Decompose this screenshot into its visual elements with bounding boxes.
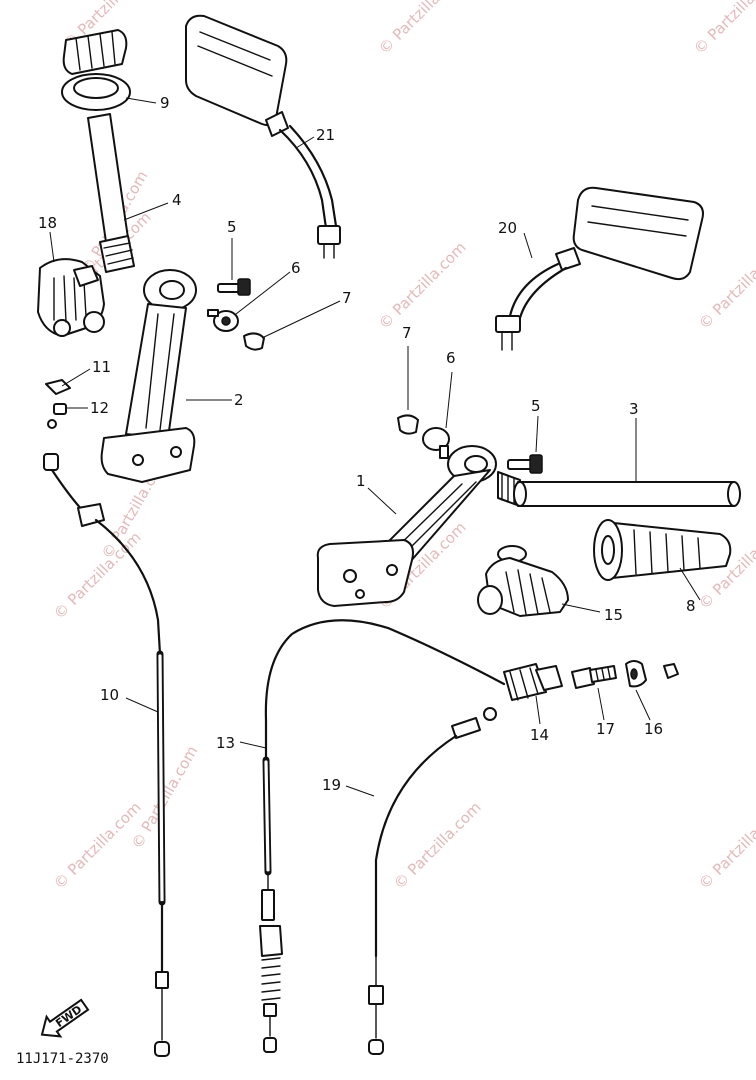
watermark: © Partzilla.com: [695, 798, 756, 893]
watermark: © Partzilla.com: [50, 528, 145, 623]
callout-9: 9: [160, 94, 170, 112]
part-throttle-grip[interactable]: [61, 29, 135, 273]
part-cap-right[interactable]: [397, 414, 419, 435]
part-right-mirror[interactable]: [495, 186, 704, 351]
part-throttle-cable[interactable]: [43, 419, 170, 1057]
callout-14: 14: [530, 726, 549, 744]
part-handlebar-tube[interactable]: [497, 471, 741, 507]
part-washer-left[interactable]: [207, 309, 239, 332]
part-bolt-right[interactable]: [507, 454, 543, 474]
watermark: © Partzilla.com: [695, 238, 756, 333]
drawing-code: 11J171-2370: [16, 1051, 109, 1067]
callout-6: 6: [446, 349, 456, 367]
callout-7: 7: [342, 289, 352, 307]
callout-10: 10: [100, 686, 119, 704]
callout-21: 21: [316, 126, 335, 144]
leader-lines: [49, 97, 701, 797]
part-right-grip[interactable]: [593, 519, 732, 581]
callout-15: 15: [604, 606, 623, 624]
callout-5: 5: [531, 397, 541, 415]
part-right-handlebar[interactable]: [316, 445, 497, 607]
part-screw[interactable]: [53, 403, 67, 415]
callout-16: 16: [644, 720, 663, 738]
callout-7: 7: [402, 324, 412, 342]
forward-arrow: FWD: [40, 998, 90, 1038]
callout-3: 3: [629, 400, 639, 418]
arrow-left-icon: [40, 998, 90, 1038]
callout-12: 12: [90, 399, 109, 417]
callout-6: 6: [291, 259, 301, 277]
watermark: © Partzilla.com: [690, 0, 756, 58]
callout-18: 18: [38, 214, 57, 232]
part-washer-right[interactable]: [422, 427, 450, 459]
watermark: © Partzilla.com: [375, 238, 470, 333]
callout-2: 2: [234, 391, 244, 409]
callout-labels: 1 2 3 4 5 5 6 6 7 7 8 9 10 11 12 13 14 1…: [38, 94, 696, 794]
part-adjust-bolt[interactable]: [571, 665, 617, 689]
part-switch-housing[interactable]: [37, 258, 105, 337]
part-left-mirror[interactable]: [185, 14, 341, 259]
part-cap-left[interactable]: [243, 332, 265, 351]
callout-20: 20: [498, 219, 517, 237]
callout-4: 4: [172, 191, 182, 209]
watermark: © Partzilla.com: [375, 0, 470, 58]
callout-13: 13: [216, 734, 235, 752]
part-bolt-left[interactable]: [217, 278, 251, 296]
callout-8: 8: [686, 597, 696, 615]
direction-label: FWD: [53, 1003, 84, 1030]
part-clip[interactable]: [45, 379, 71, 395]
part-cable-adjuster[interactable]: [503, 663, 563, 701]
callout-1: 1: [356, 472, 366, 490]
part-left-handlebar[interactable]: [100, 269, 197, 483]
callout-11: 11: [92, 358, 111, 376]
callout-17: 17: [596, 720, 615, 738]
part-lock-nut[interactable]: [625, 660, 647, 688]
part-throttle-housing[interactable]: [477, 545, 569, 617]
part-long-cable[interactable]: [259, 619, 506, 1053]
callout-5: 5: [227, 218, 237, 236]
callout-19: 19: [322, 776, 341, 794]
part-short-cable[interactable]: [368, 707, 497, 1055]
watermark: © Partzilla.com: [390, 798, 485, 893]
part-small-nut[interactable]: [663, 663, 679, 679]
